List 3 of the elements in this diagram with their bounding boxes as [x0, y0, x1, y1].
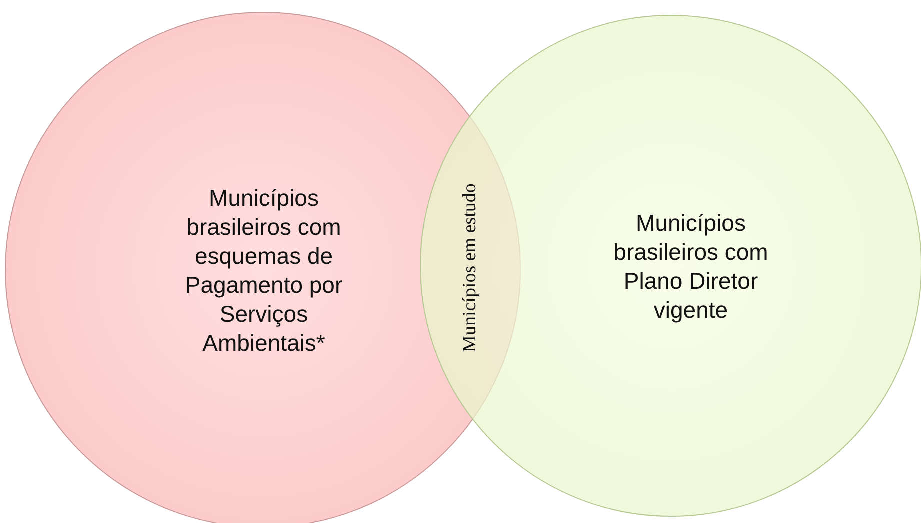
circle-label: Municípios brasileiros com Plano Diretor vigente [612, 209, 770, 325]
overlap-label: Municípios em estudo [458, 184, 481, 352]
circle-label: Municípios brasileiros com esquemas de Pagamento por Serviços Ambientais* [184, 184, 344, 358]
